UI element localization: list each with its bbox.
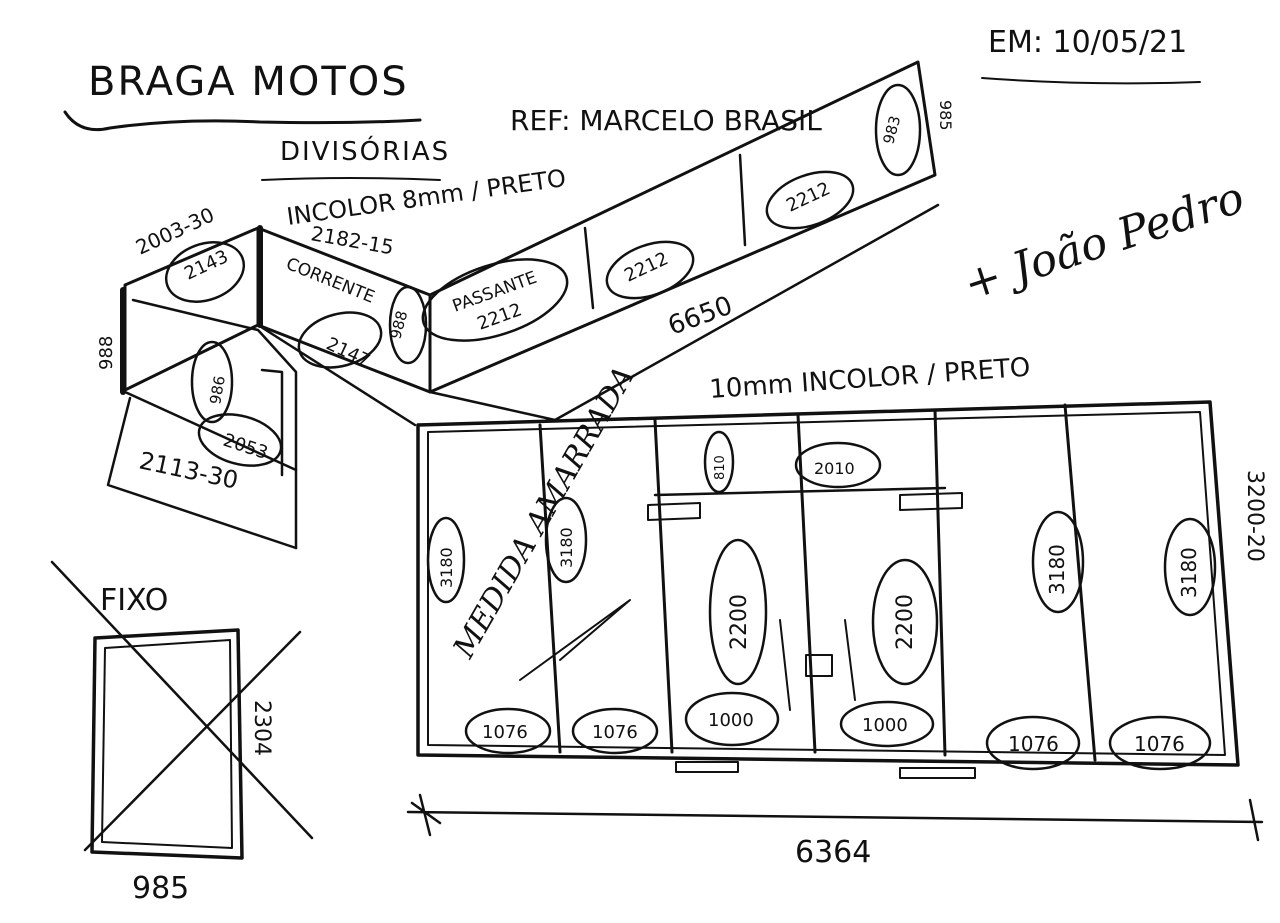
width-value: 1076 [482, 722, 528, 743]
front-note: MEDIDA AMARRADA [446, 360, 642, 664]
dim-left-h: 988 [96, 336, 117, 370]
height-value: 2200 [893, 594, 918, 650]
panel-value: 983 [879, 114, 904, 146]
height-value: 3180 [557, 527, 576, 568]
panel-value: 2212 [783, 178, 833, 216]
client-name: BRAGA MOTOS [88, 59, 409, 105]
dim-run: 6650 [664, 291, 736, 342]
fixed-outer [90, 628, 244, 860]
front-top-panel: 2010 [814, 459, 855, 478]
panel-value: 2212 [621, 248, 671, 286]
width-value: 1076 [1134, 732, 1185, 756]
height-value: 3180 [1045, 544, 1069, 595]
front-width-values: 1076 1076 1000 1000 1076 1076 [482, 710, 1185, 756]
front-outer-frame [416, 400, 1240, 767]
height-value: 3180 [437, 547, 456, 588]
client-underline [63, 110, 422, 132]
date-underline [981, 77, 1201, 85]
author-name: + João Pedro [958, 172, 1251, 310]
corner-segment [256, 226, 432, 394]
subtitle-underline [261, 177, 441, 181]
door-handle-right [844, 619, 856, 701]
transom [653, 486, 947, 497]
height-value: 3180 [1177, 547, 1201, 598]
front-elevation [406, 400, 1264, 842]
dim-line-bottom [406, 810, 1264, 824]
width-value: 1000 [862, 715, 908, 736]
panel-value: 986 [206, 374, 229, 405]
fixed-label: FIXO [100, 583, 168, 618]
width-value: 1000 [708, 710, 754, 731]
panel-value: 2053 [220, 430, 270, 464]
ref-label: REF: MARCELO BRASIL [510, 104, 822, 137]
dim-bottom: 2113-30 [137, 446, 241, 494]
height-value: 2200 [727, 594, 752, 650]
fixed-dim-w: 985 [132, 871, 189, 906]
door-handle-left [779, 619, 791, 711]
date-label: EM: 10/05/21 [988, 25, 1187, 60]
front-top-small: 810 [713, 455, 728, 480]
subtitle: DIVISÓRIAS [280, 135, 450, 167]
front-height-values: 3180 3180 2200 2200 3180 3180 [437, 527, 1201, 650]
fixed-dim-h: 2304 [249, 700, 274, 756]
top-glass-spec: INCOLOR 8mm / PRETO [285, 164, 568, 231]
long-run [428, 60, 937, 394]
front-dim-bottom: 6364 [795, 835, 871, 870]
fixed-panel [50, 560, 314, 860]
dim-right-h: 985 [936, 100, 955, 131]
panel-value: 2143 [181, 246, 231, 284]
width-value: 1076 [1008, 732, 1059, 756]
front-glass-spec: 10mm INCOLOR / PRETO [708, 353, 1031, 405]
panel-value: 2147 [323, 333, 373, 371]
front-dim-right: 3200-20 [1242, 470, 1267, 562]
width-value: 1076 [592, 722, 638, 743]
label-corner: CORRENTE [283, 254, 377, 308]
